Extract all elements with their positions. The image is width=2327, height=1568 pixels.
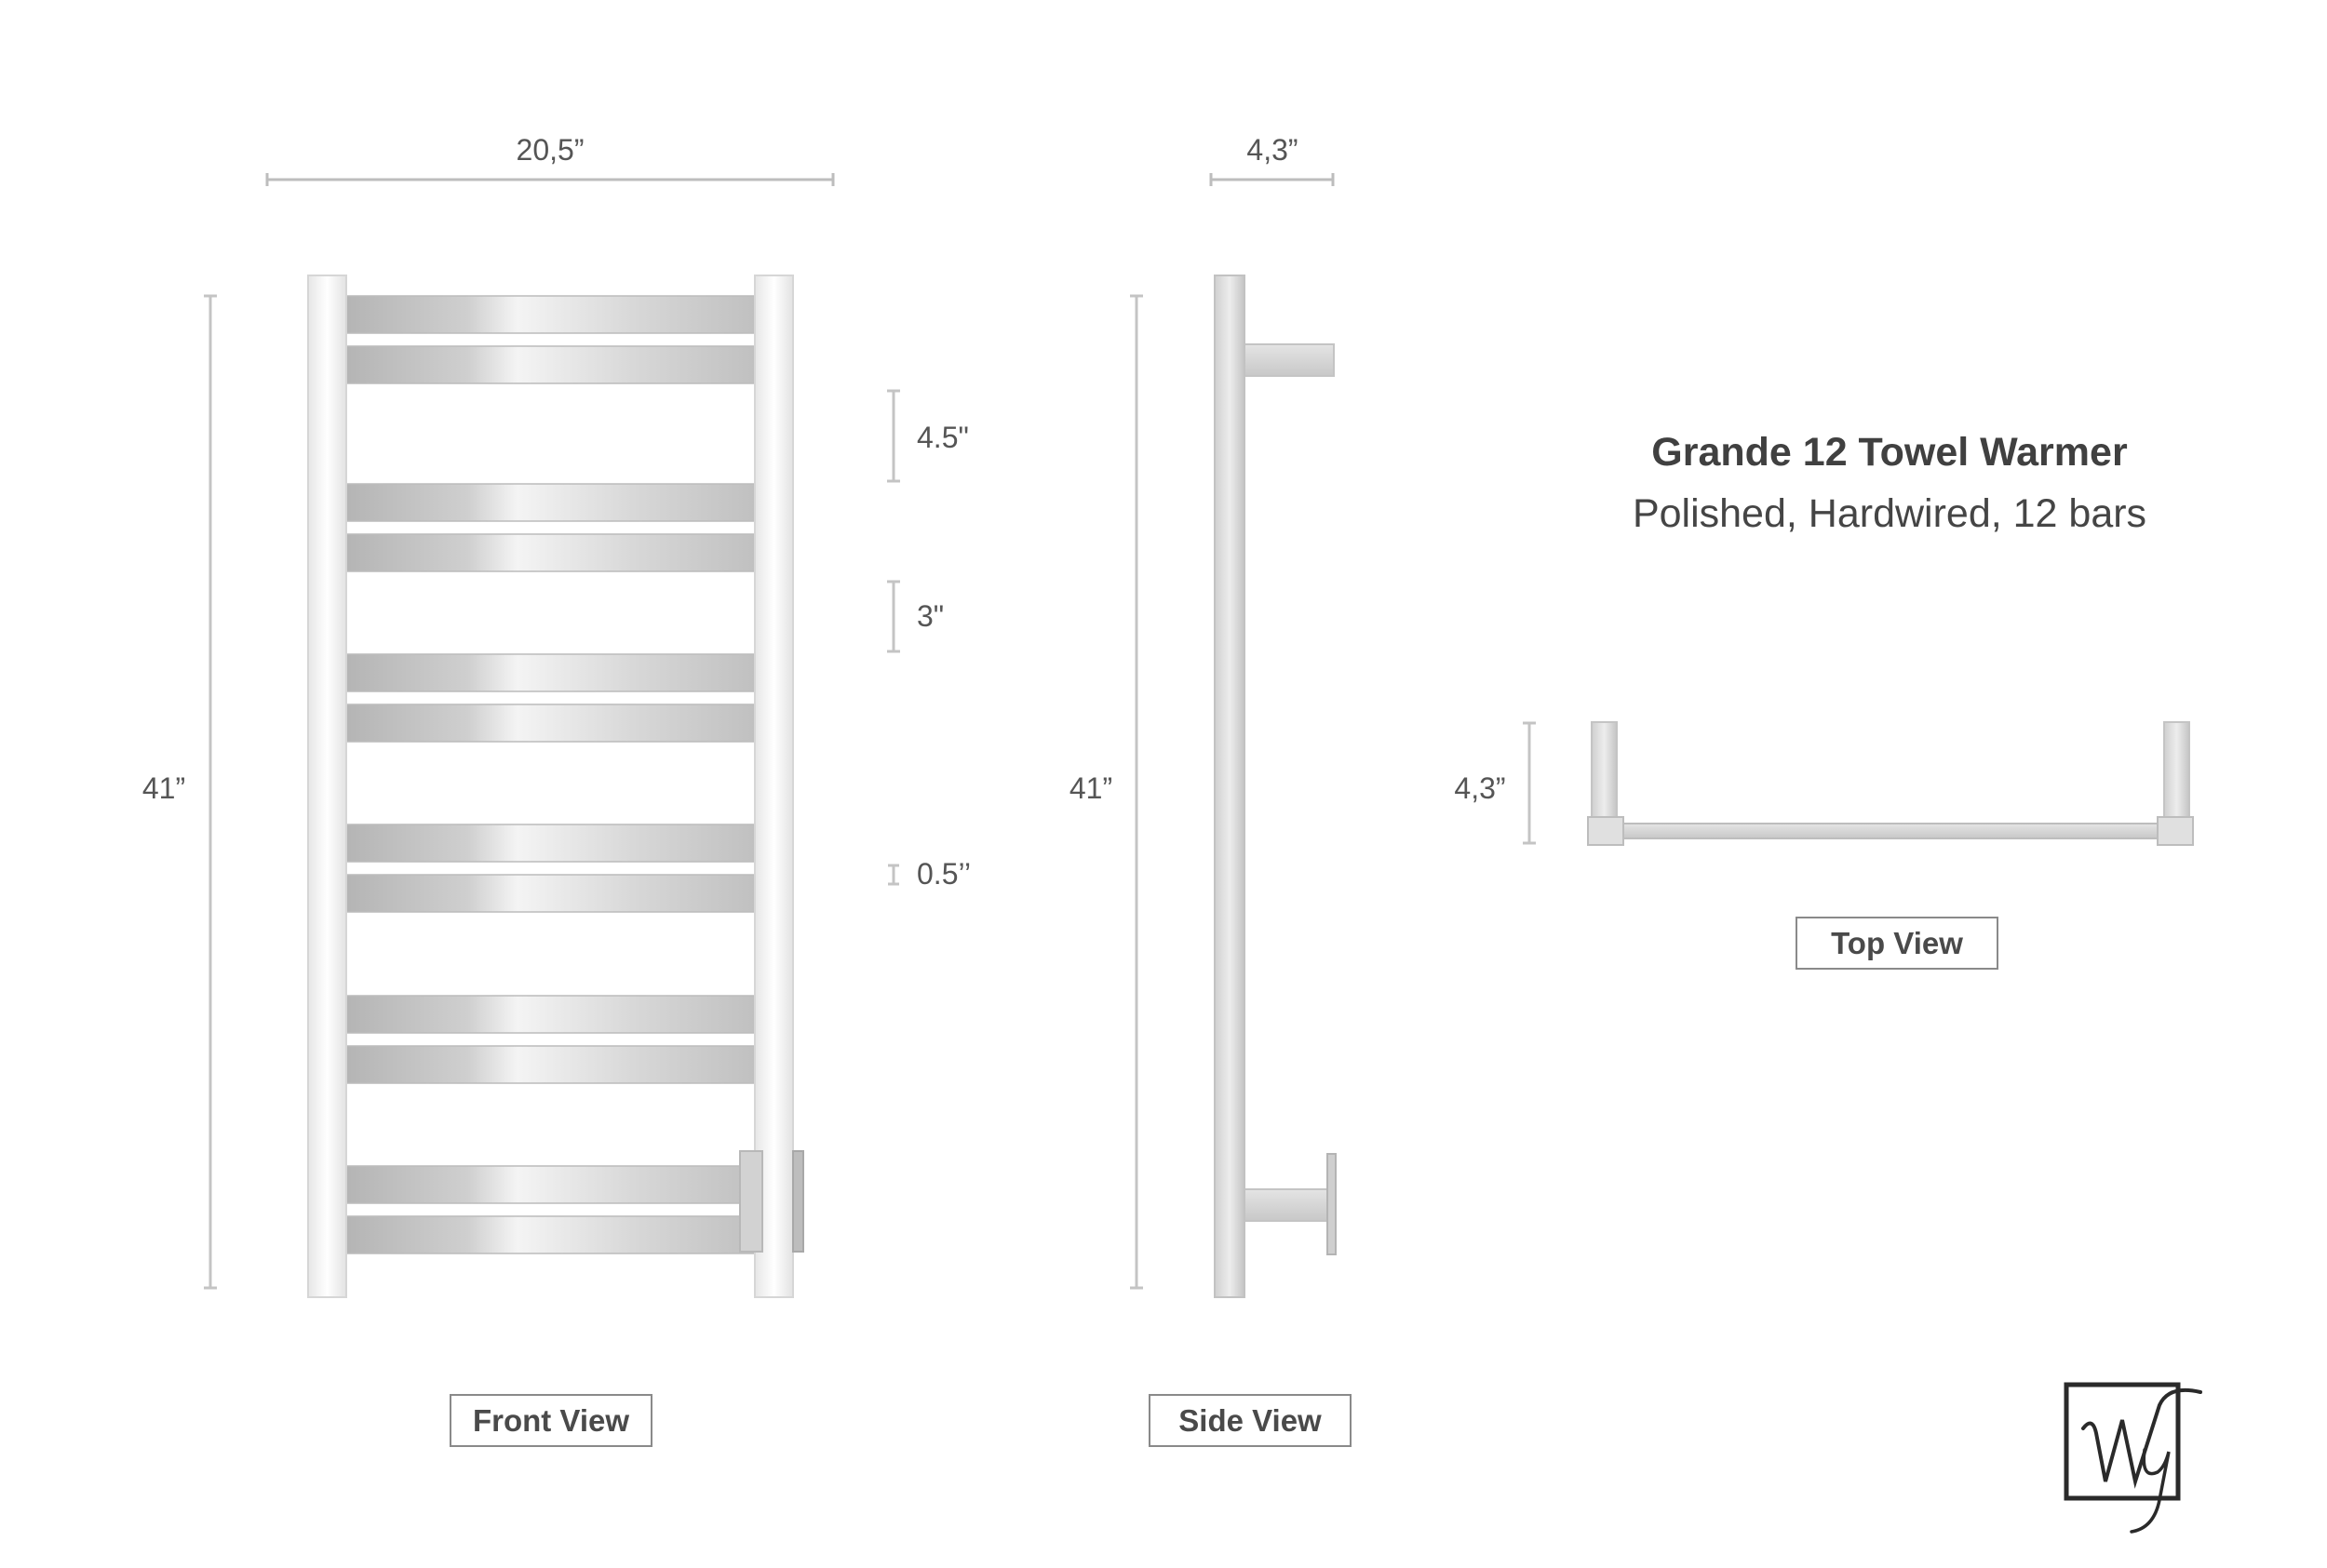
bar-pitch-dimension — [887, 389, 900, 483]
side-depth-label: 4,3” — [1246, 133, 1298, 167]
front-right-post — [754, 275, 794, 1298]
product-subtitle: Polished, Hardwired, 12 bars — [1632, 491, 2147, 536]
front-bar-9 — [343, 995, 757, 1034]
wy-monogram-logo-icon — [2064, 1382, 2202, 1534]
front-height-dimension — [204, 294, 217, 1290]
front-width-label: 20,5” — [517, 133, 585, 167]
bar-thickness-dimension — [888, 864, 899, 886]
product-title: Grande 12 Towel Warmer — [1651, 430, 2128, 475]
side-junction-box — [1326, 1153, 1337, 1255]
front-bar-1 — [343, 295, 757, 334]
front-junction-box-side — [792, 1150, 804, 1253]
front-bar-11 — [343, 1165, 757, 1204]
side-height-label: 41” — [1069, 771, 1112, 805]
side-height-dimension — [1130, 294, 1143, 1290]
side-depth-dimension — [1209, 173, 1335, 186]
top-view: 4,3” — [1454, 721, 2194, 846]
front-bar-10 — [343, 1045, 757, 1084]
top-left-standoff — [1591, 721, 1618, 820]
top-left-mount — [1587, 816, 1624, 846]
bar-gap-label: 3" — [917, 599, 944, 633]
front-bar-7 — [343, 824, 757, 863]
side-top-arm — [1243, 343, 1335, 377]
side-bottom-arm — [1243, 1188, 1335, 1222]
front-bar-5 — [343, 653, 757, 692]
front-bar-8 — [343, 874, 757, 913]
front-bar-3 — [343, 483, 757, 522]
front-bar-12 — [343, 1215, 757, 1254]
front-bars — [343, 295, 757, 1254]
front-view: 20,5” 41” 4.5" 3" — [142, 133, 971, 1298]
front-bar-6 — [343, 704, 757, 743]
front-view-label: Front View — [450, 1394, 652, 1447]
top-depth-dimension — [1523, 721, 1536, 845]
front-bar-4 — [343, 533, 757, 572]
top-right-mount — [2157, 816, 2194, 846]
top-depth-label: 4,3” — [1454, 771, 1505, 805]
front-bar-2 — [343, 345, 757, 384]
top-right-standoff — [2163, 721, 2190, 820]
side-post — [1214, 275, 1245, 1298]
front-junction-box — [739, 1150, 763, 1253]
side-view-label: Side View — [1149, 1394, 1352, 1447]
front-height-label: 41” — [142, 771, 185, 805]
top-view-label: Top View — [1796, 917, 1998, 970]
front-width-dimension — [265, 173, 835, 186]
front-left-post — [307, 275, 347, 1298]
bar-pitch-label: 4.5" — [917, 421, 969, 454]
bar-gap-dimension — [887, 580, 900, 653]
top-bar — [1615, 823, 2166, 839]
side-view: 4,3” 41” — [1069, 133, 1337, 1298]
bar-thickness-label: 0.5’’ — [917, 857, 971, 891]
